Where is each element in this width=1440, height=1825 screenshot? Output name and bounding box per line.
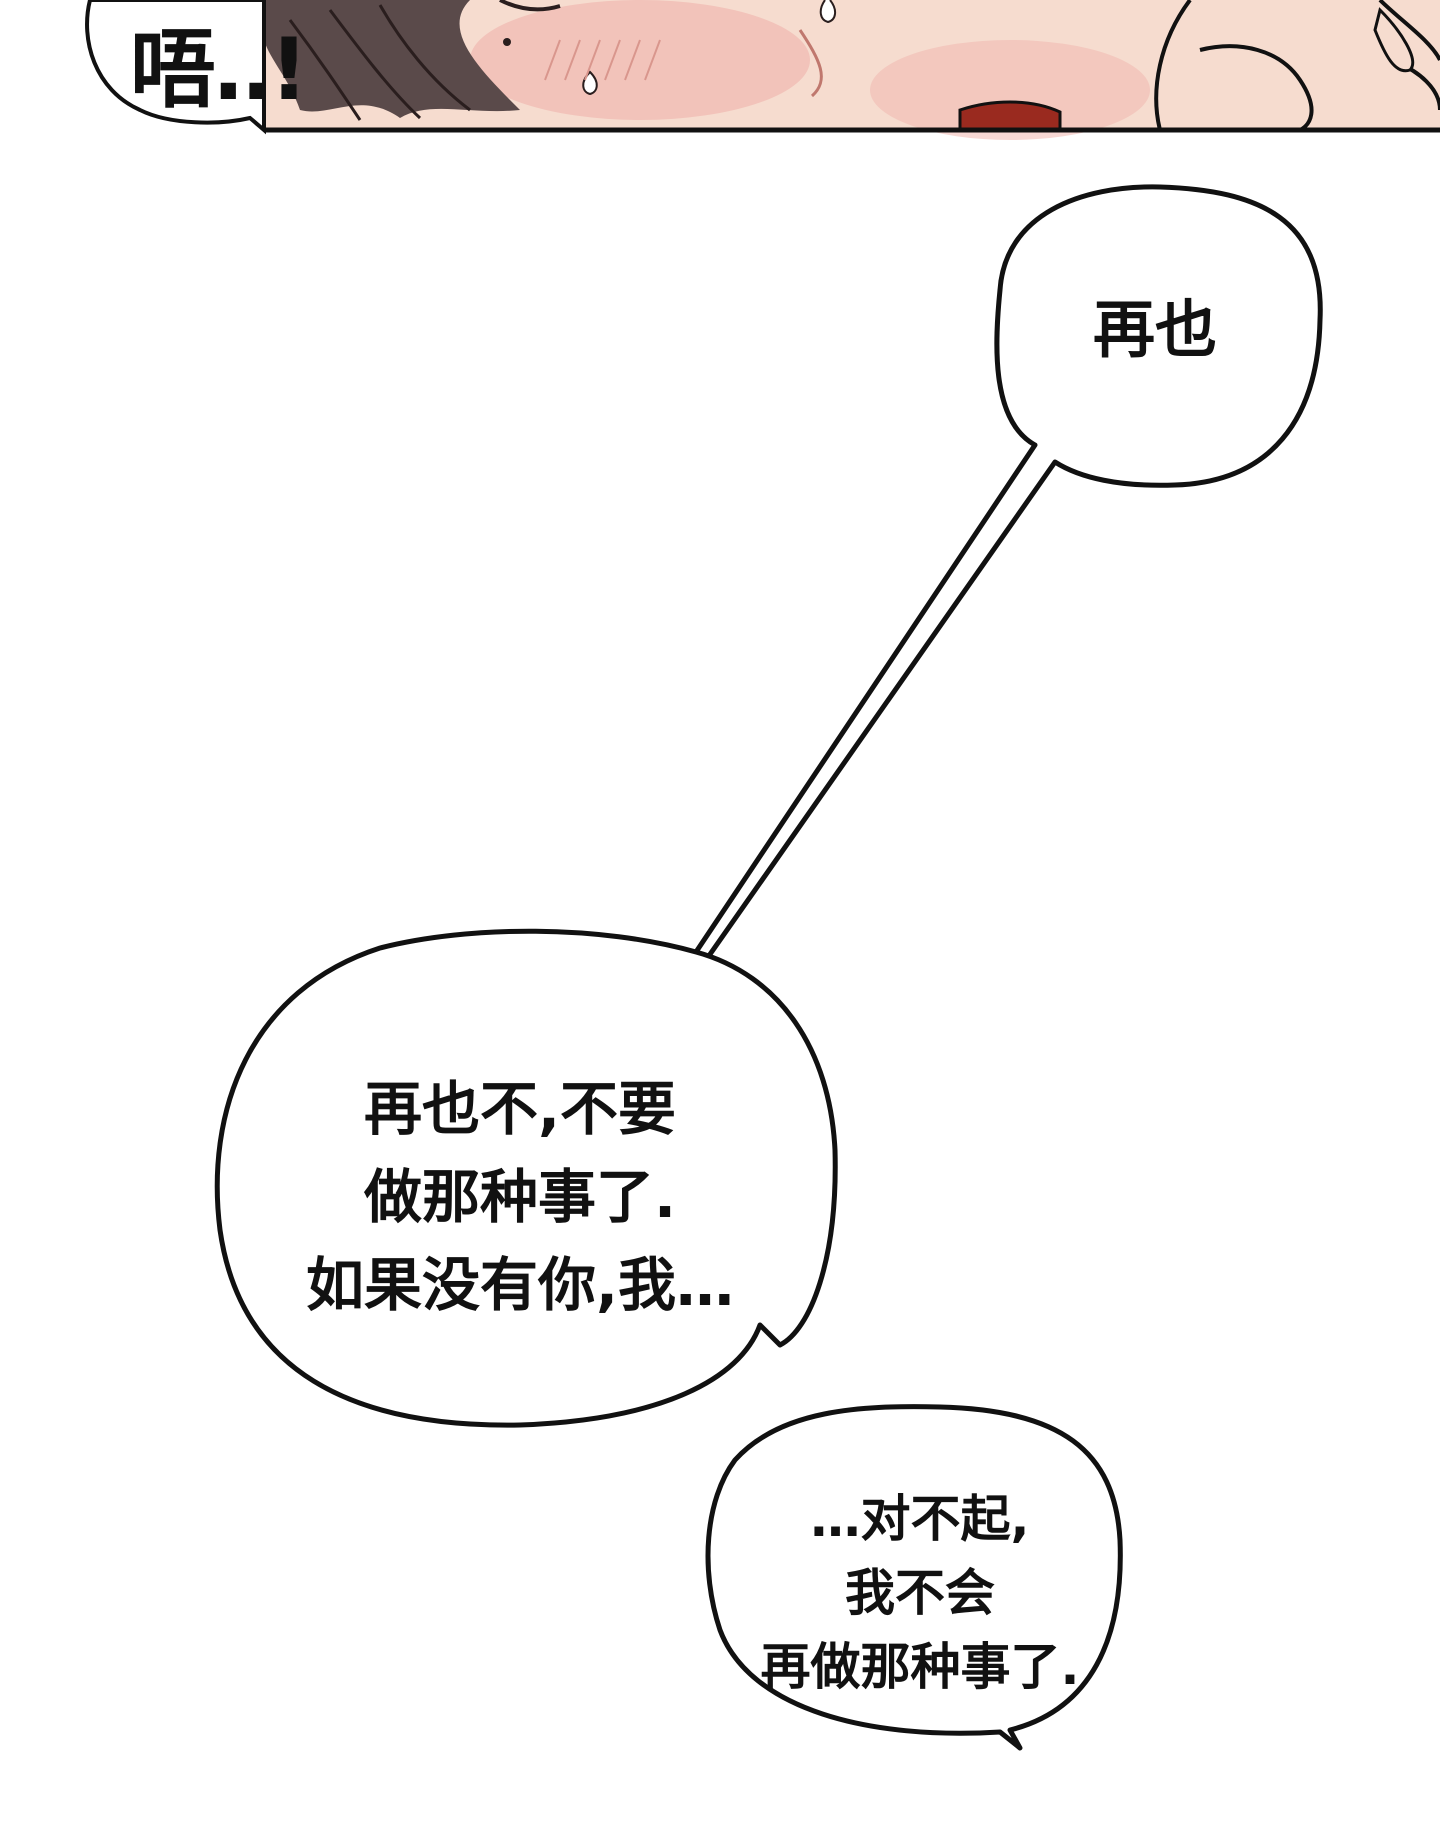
speech-bubble-3-text: …对不起, 我不会 再做那种事了. xyxy=(730,1482,1110,1704)
speech-bubble-1-text: 再也 xyxy=(1010,290,1300,370)
top-panel xyxy=(264,0,1440,140)
eye-line xyxy=(499,0,561,12)
sfx-text: 唔..! xyxy=(130,20,309,120)
speech-line: 再做那种事了. xyxy=(760,1638,1080,1696)
speech-line: …对不起, xyxy=(810,1490,1030,1548)
hair-strands xyxy=(288,4,471,121)
blush-hatching xyxy=(544,39,661,81)
hand xyxy=(1154,0,1440,132)
cheek-blush xyxy=(470,0,810,120)
mole xyxy=(503,38,511,46)
sfx-bubble xyxy=(85,0,266,135)
speech-line: 如果没有你,我… xyxy=(305,1251,735,1319)
speech-line: 做那种事了. xyxy=(363,1163,677,1231)
speech-line: 再也 xyxy=(1092,293,1217,366)
nose-shadow xyxy=(798,29,823,98)
speech-bubble-2-text: 再也不,不要 做那种事了. 如果没有你,我… xyxy=(250,1065,790,1329)
speech-bubble-2 xyxy=(214,928,838,1428)
hair xyxy=(264,0,520,118)
mouth xyxy=(958,100,1062,132)
speech-line: 我不会 xyxy=(845,1564,995,1622)
speech-bubble-3 xyxy=(705,1404,1123,1751)
sweat-drop-2 xyxy=(819,0,836,24)
speech-line: 再也不,不要 xyxy=(363,1075,677,1143)
cheek-blush-right xyxy=(870,40,1150,140)
finger xyxy=(1373,7,1415,73)
speech-bubble-1 xyxy=(693,184,1323,963)
